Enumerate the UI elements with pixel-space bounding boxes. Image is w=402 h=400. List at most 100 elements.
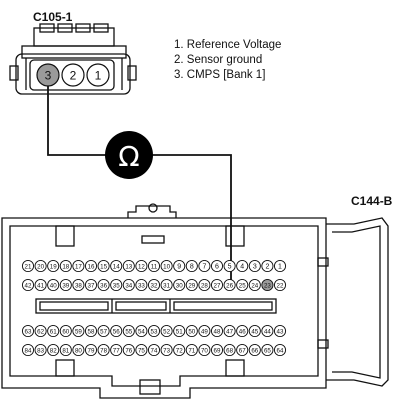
c144-pin-49: 49 — [198, 324, 211, 338]
c144-pin-4: 4 — [236, 259, 249, 273]
c144-pin-9: 9 — [173, 259, 186, 273]
c144-pin-26: 26 — [223, 278, 236, 292]
c144-pin-59: 59 — [72, 324, 85, 338]
svg-text:81: 81 — [62, 347, 69, 354]
connector-c105 — [9, 23, 137, 95]
c144-pin-31: 31 — [160, 278, 173, 292]
svg-text:46: 46 — [239, 328, 246, 335]
c144-pin-52: 52 — [160, 324, 173, 338]
svg-text:28: 28 — [201, 282, 208, 289]
c144-pin-42: 42 — [21, 278, 35, 292]
svg-text:12: 12 — [138, 263, 145, 270]
c144-pin-83: 83 — [34, 343, 47, 357]
c144-pin-12: 12 — [135, 259, 148, 273]
svg-text:69: 69 — [214, 347, 221, 354]
svg-text:33: 33 — [138, 282, 145, 289]
svg-text:64: 64 — [277, 347, 284, 354]
c144-pin-54: 54 — [135, 324, 148, 338]
c144-pin-60: 60 — [59, 324, 72, 338]
c144-pin-19: 19 — [47, 259, 60, 273]
svg-text:27: 27 — [214, 282, 221, 289]
c144-pin-1: 1 — [273, 259, 287, 273]
c144-pin-25: 25 — [236, 278, 249, 292]
c144-pin-14: 14 — [110, 259, 123, 273]
c144-pin-40: 40 — [47, 278, 60, 292]
svg-text:13: 13 — [125, 263, 132, 270]
svg-text:49: 49 — [201, 328, 208, 335]
svg-text:45: 45 — [251, 328, 258, 335]
connector-c144 — [1, 203, 389, 399]
c144-pin-22: 22 — [273, 278, 287, 292]
c144-pin-43: 43 — [273, 324, 287, 338]
svg-text:2: 2 — [70, 69, 77, 83]
c144-pin-2: 2 — [261, 259, 274, 273]
svg-text:41: 41 — [37, 282, 44, 289]
svg-text:76: 76 — [125, 347, 132, 354]
svg-text:66: 66 — [251, 347, 258, 354]
svg-text:2: 2 — [265, 263, 269, 270]
c105-pin-1: 1 — [86, 63, 110, 87]
c144-pin-5: 5 — [223, 259, 236, 273]
svg-text:21: 21 — [25, 263, 32, 270]
svg-text:65: 65 — [264, 347, 271, 354]
svg-text:62: 62 — [37, 328, 44, 335]
svg-text:32: 32 — [151, 282, 158, 289]
svg-text:3: 3 — [45, 69, 52, 83]
svg-text:59: 59 — [75, 328, 82, 335]
connector-c105-title: C105-1 — [33, 10, 73, 24]
c144-pin-78: 78 — [97, 343, 110, 357]
svg-text:37: 37 — [88, 282, 95, 289]
svg-text:4: 4 — [240, 263, 244, 270]
svg-text:34: 34 — [125, 282, 132, 289]
svg-text:16: 16 — [88, 263, 95, 270]
svg-text:6: 6 — [215, 263, 219, 270]
svg-text:25: 25 — [239, 282, 246, 289]
legend-item-3: 3. CMPS [Bank 1] — [174, 69, 265, 81]
c144-pin-55: 55 — [122, 324, 135, 338]
svg-text:9: 9 — [177, 263, 181, 270]
svg-text:29: 29 — [188, 282, 195, 289]
svg-text:10: 10 — [163, 263, 170, 270]
svg-text:58: 58 — [88, 328, 95, 335]
c144-pin-81: 81 — [59, 343, 72, 357]
svg-text:36: 36 — [100, 282, 107, 289]
svg-text:11: 11 — [151, 263, 158, 270]
svg-text:39: 39 — [62, 282, 69, 289]
c144-pin-77: 77 — [110, 343, 123, 357]
c144-pin-57: 57 — [97, 324, 110, 338]
c144-pin-45: 45 — [248, 324, 261, 338]
svg-text:52: 52 — [163, 328, 170, 335]
svg-text:71: 71 — [188, 347, 195, 354]
c144-pin-7: 7 — [198, 259, 211, 273]
svg-text:78: 78 — [100, 347, 107, 354]
c144-pin-64: 64 — [273, 343, 287, 357]
c144-pin-27: 27 — [210, 278, 224, 292]
c144-pin-39: 39 — [59, 278, 72, 292]
c144-pin-70: 70 — [198, 343, 211, 357]
svg-text:23: 23 — [264, 282, 271, 289]
c144-pin-48: 48 — [210, 324, 224, 338]
svg-text:77: 77 — [113, 347, 120, 354]
c144-pin-32: 32 — [147, 278, 161, 292]
svg-text:18: 18 — [62, 263, 69, 270]
svg-text:8: 8 — [190, 263, 194, 270]
c144-pin-33: 33 — [135, 278, 148, 292]
c144-pin-38: 38 — [72, 278, 85, 292]
svg-text:35: 35 — [113, 282, 120, 289]
test-wire — [47, 86, 232, 283]
c144-pin-53: 53 — [147, 324, 161, 338]
c144-pin-47: 47 — [223, 324, 236, 338]
svg-text:57: 57 — [100, 328, 107, 335]
c144-pin-80: 80 — [72, 343, 85, 357]
c144-pin-51: 51 — [173, 324, 186, 338]
c144-pin-74: 74 — [147, 343, 161, 357]
c144-pin-82: 82 — [47, 343, 60, 357]
svg-text:15: 15 — [100, 263, 107, 270]
svg-text:75: 75 — [138, 347, 145, 354]
c105-pin-2: 2 — [61, 63, 85, 87]
c144-pin-46: 46 — [236, 324, 249, 338]
legend-item-1: 1. Reference Voltage — [174, 39, 281, 51]
ohm-symbol: Ω — [118, 140, 139, 173]
